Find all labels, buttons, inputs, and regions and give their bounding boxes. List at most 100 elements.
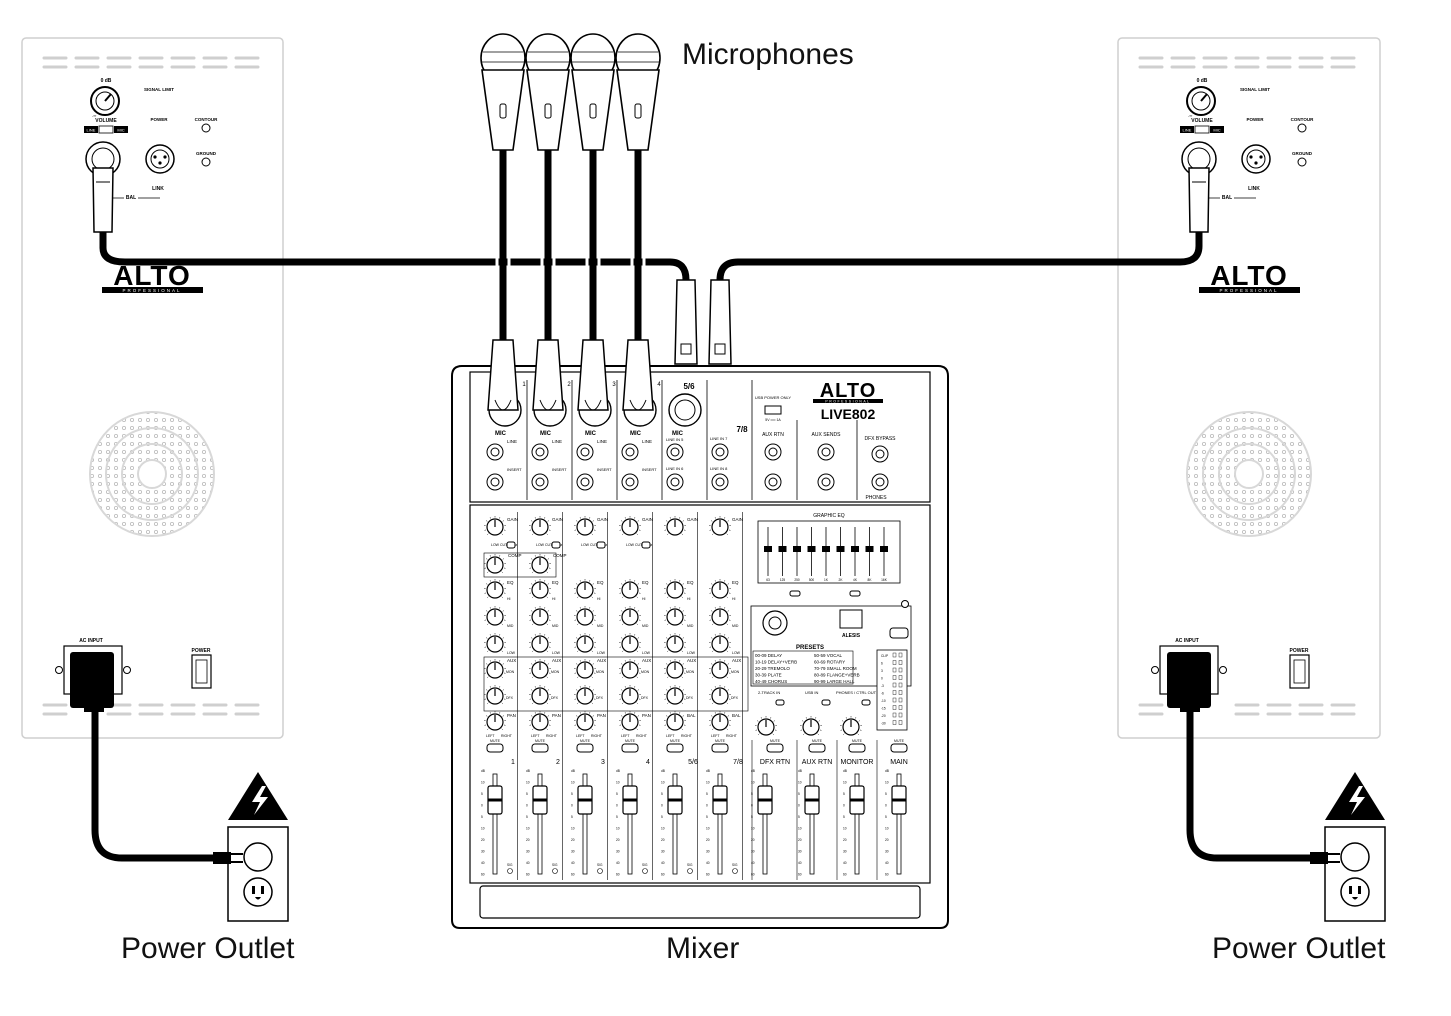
eq-slider-1K[interactable] bbox=[822, 546, 830, 552]
mute-button[interactable] bbox=[711, 743, 729, 753]
aux-dfx-knob[interactable] bbox=[664, 685, 686, 705]
two-track-in-label: 2-TRACK IN bbox=[758, 690, 780, 695]
aux-dfx-knob[interactable] bbox=[529, 685, 551, 705]
eq-slider-250[interactable] bbox=[793, 546, 801, 552]
mute-label: MUTE bbox=[715, 739, 726, 743]
pan-knob[interactable] bbox=[484, 711, 506, 731]
fader-db-label: 5 bbox=[526, 792, 528, 796]
gain-knob[interactable] bbox=[574, 516, 596, 536]
aux-mon-knob[interactable] bbox=[574, 659, 596, 679]
gain-knob[interactable] bbox=[484, 516, 506, 536]
gain-knob[interactable] bbox=[709, 516, 731, 536]
comp-knob[interactable] bbox=[484, 554, 506, 574]
eq-slider-500[interactable] bbox=[807, 546, 816, 552]
low-cut-button[interactable] bbox=[506, 541, 516, 549]
eq-low-knob[interactable] bbox=[664, 633, 686, 653]
gain-label: GAIN bbox=[642, 517, 653, 522]
aux-dfx-knob[interactable] bbox=[619, 685, 641, 705]
eq-hi-knob[interactable] bbox=[484, 579, 506, 599]
eq-mid-knob[interactable] bbox=[664, 606, 686, 626]
aux-mon-knob[interactable] bbox=[664, 659, 686, 679]
eq-hi-knob[interactable] bbox=[574, 579, 596, 599]
eq-mid-knob[interactable] bbox=[529, 606, 551, 626]
bus-mute-button[interactable] bbox=[808, 743, 826, 753]
gain-knob[interactable] bbox=[619, 516, 641, 536]
eq-low-knob[interactable] bbox=[484, 633, 506, 653]
aux-mon-knob[interactable] bbox=[484, 659, 506, 679]
eq-slider-16K[interactable] bbox=[880, 546, 888, 552]
mute-button[interactable] bbox=[531, 743, 549, 753]
pan-knob[interactable] bbox=[619, 711, 641, 731]
phantom-switch[interactable] bbox=[889, 627, 909, 639]
routing-button-3[interactable] bbox=[861, 699, 871, 706]
mute-button[interactable] bbox=[486, 743, 504, 753]
usb-port[interactable] bbox=[764, 405, 782, 415]
eq-mid-knob[interactable] bbox=[619, 606, 641, 626]
mute-button[interactable] bbox=[621, 743, 639, 753]
power-cable-right bbox=[1186, 696, 1314, 862]
eq-low-knob[interactable] bbox=[574, 633, 596, 653]
fader-db-label: 40 bbox=[843, 861, 847, 865]
mute-button[interactable] bbox=[576, 743, 594, 753]
usb-level-knob[interactable] bbox=[800, 716, 822, 736]
eq-slider-4K[interactable] bbox=[851, 546, 859, 552]
routing-button-2[interactable] bbox=[821, 699, 831, 706]
aux-dfx-knob[interactable] bbox=[484, 685, 506, 705]
left-label: LEFT bbox=[486, 734, 495, 738]
mute-button[interactable] bbox=[666, 743, 684, 753]
ground-switch[interactable] bbox=[1297, 157, 1307, 167]
phones-level-knob[interactable] bbox=[840, 716, 862, 736]
eq-slider-8K[interactable] bbox=[865, 546, 874, 552]
line-mic-switch[interactable] bbox=[84, 126, 98, 133]
mute-label: MUTE bbox=[490, 739, 501, 743]
low-cut-button[interactable] bbox=[596, 541, 606, 549]
gain-knob[interactable] bbox=[664, 516, 686, 536]
channel-number: 2 bbox=[567, 382, 571, 388]
eq-slider-125[interactable] bbox=[778, 546, 787, 552]
meter-label: -3 bbox=[881, 684, 884, 688]
eq-mid-knob[interactable] bbox=[709, 606, 731, 626]
contour-switch[interactable] bbox=[1297, 123, 1307, 133]
ground-switch[interactable] bbox=[201, 157, 211, 167]
eq-hi-knob[interactable] bbox=[529, 579, 551, 599]
aux-dfx-knob[interactable] bbox=[709, 685, 731, 705]
fader-db-label: 10 bbox=[481, 827, 485, 831]
bus-mute-button[interactable] bbox=[848, 743, 866, 753]
low-cut-button[interactable] bbox=[641, 541, 651, 549]
comp-knob[interactable] bbox=[529, 554, 551, 574]
eq-mid-knob[interactable] bbox=[574, 606, 596, 626]
eq-mid-knob[interactable] bbox=[484, 606, 506, 626]
two-track-level-knob[interactable] bbox=[755, 716, 777, 736]
routing-button-1[interactable] bbox=[775, 699, 785, 706]
low-cut-button[interactable] bbox=[551, 541, 561, 549]
eq-slider-63[interactable] bbox=[764, 546, 772, 552]
pan-knob[interactable] bbox=[574, 711, 596, 731]
aux-dfx-knob[interactable] bbox=[574, 685, 596, 705]
eq-low-knob[interactable] bbox=[709, 633, 731, 653]
eq-hi-knob[interactable] bbox=[619, 579, 641, 599]
pan-knob[interactable] bbox=[664, 711, 686, 731]
main-out-button[interactable] bbox=[849, 590, 861, 597]
aux-mon-knob[interactable] bbox=[709, 659, 731, 679]
fader-db-label: 30 bbox=[885, 850, 889, 854]
contour-switch[interactable] bbox=[201, 123, 211, 133]
gain-knob[interactable] bbox=[529, 516, 551, 536]
eq-hi-knob[interactable] bbox=[664, 579, 686, 599]
eq-low-knob[interactable] bbox=[529, 633, 551, 653]
bus-mute-button[interactable] bbox=[766, 743, 784, 753]
line-mic-switch[interactable] bbox=[1180, 126, 1194, 133]
aux-mon-knob[interactable] bbox=[529, 659, 551, 679]
bus-mute-button[interactable] bbox=[890, 743, 908, 753]
ac-input-label: AC INPUT bbox=[1175, 638, 1199, 644]
aux-mon-knob[interactable] bbox=[619, 659, 641, 679]
eq-out-button[interactable] bbox=[789, 590, 801, 597]
pan-knob[interactable] bbox=[529, 711, 551, 731]
fader-db-label: 20 bbox=[885, 838, 889, 842]
pan-label: BAL bbox=[732, 713, 741, 718]
eq-slider-2K[interactable] bbox=[836, 546, 845, 552]
eq-hi-knob[interactable] bbox=[709, 579, 731, 599]
eq-low-knob[interactable] bbox=[619, 633, 641, 653]
pan-knob[interactable] bbox=[709, 711, 731, 731]
fader-db-label: 60 bbox=[798, 873, 802, 877]
